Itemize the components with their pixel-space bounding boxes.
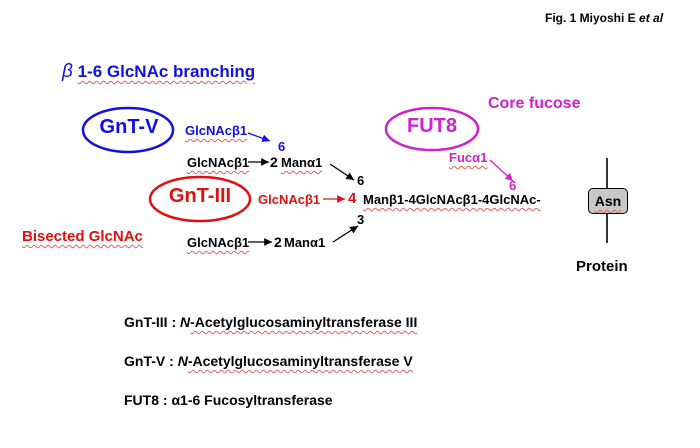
definition-abbr: FUT8 bbox=[124, 392, 159, 408]
lower-pos2: 2 bbox=[274, 234, 282, 250]
protein-label: Protein bbox=[576, 258, 628, 275]
definition-rest: α1-6 Fucosyltransferase bbox=[171, 392, 333, 408]
lower-glcnac: GlcNAcβ1 bbox=[187, 235, 250, 250]
definition-abbr: GnT-V bbox=[124, 353, 166, 369]
figure-label: Fig. 1 Miyoshi E et al bbox=[545, 12, 663, 24]
fuc-pos6: 6 bbox=[509, 178, 517, 193]
definition-italic: N bbox=[177, 353, 188, 369]
definition-fut8: FUT8 : α1-6 Fucosyltransferase bbox=[124, 393, 333, 407]
definition-sep: : bbox=[159, 392, 172, 408]
lower-man: Manα1 bbox=[284, 235, 326, 250]
gntv-glcnac: GlcNAcβ1 bbox=[185, 123, 248, 138]
definition-italic: N bbox=[180, 314, 191, 330]
asn-box: Asn bbox=[588, 188, 628, 214]
gntv-ellipse bbox=[81, 106, 175, 154]
fuc-label: Fucα1 bbox=[449, 150, 488, 165]
figure-label-main: Fig. 1 Miyoshi E bbox=[545, 11, 640, 25]
branching-text: 1-6 GlcNAc branching bbox=[77, 62, 256, 81]
definition-sep: : bbox=[167, 314, 181, 330]
gntv-label: GnT-V bbox=[99, 116, 159, 138]
definition-gntv: GnT-V : N-Acetylglucosaminyltransferase … bbox=[124, 354, 413, 368]
figure-label-italic: et al bbox=[639, 11, 664, 25]
definition-gntiii: GnT-III : N-Acetylglucosaminyltransferas… bbox=[124, 315, 417, 329]
gntiii-label: GnT-III bbox=[168, 185, 232, 207]
fuc-arrow bbox=[489, 159, 514, 182]
definition-sep: : bbox=[165, 353, 178, 369]
branching-heading: β 1-6 GlcNAc branching bbox=[62, 62, 255, 81]
upper-6-arrow bbox=[329, 163, 355, 181]
fut8-ellipse bbox=[384, 106, 480, 152]
pos4: 4 bbox=[348, 190, 357, 207]
fut8-label: FUT8 bbox=[407, 115, 457, 137]
pos6-mid: 6 bbox=[357, 173, 365, 188]
bisected-heading: Bisected GlcNAc bbox=[22, 228, 143, 245]
core-chain: Manβ1-4GlcNAcβ1-4GlcNAc- bbox=[363, 192, 541, 207]
upper-pos2: 2 bbox=[270, 154, 278, 170]
definition-abbr: GnT-III bbox=[124, 314, 168, 330]
gntiii-glcnac: GlcNAcβ1 bbox=[258, 192, 321, 207]
definition-rest: -Acetylglucosaminyltransferase V bbox=[187, 353, 413, 369]
gntv-arrow bbox=[247, 132, 271, 142]
core-fucose-heading: Core fucose bbox=[488, 95, 581, 112]
pos6-upper: 6 bbox=[278, 139, 286, 154]
definition-rest: -Acetylglucosaminyltransferase III bbox=[190, 314, 418, 330]
pos3: 3 bbox=[357, 212, 365, 227]
gntiii-ellipse bbox=[148, 175, 252, 223]
upper-glcnac: GlcNAcβ1 bbox=[187, 155, 250, 170]
upper-man: Manα1 bbox=[281, 155, 323, 170]
lower-3-arrow bbox=[332, 225, 359, 243]
beta-symbol: β bbox=[62, 61, 73, 82]
asn-label: Asn bbox=[594, 193, 622, 209]
